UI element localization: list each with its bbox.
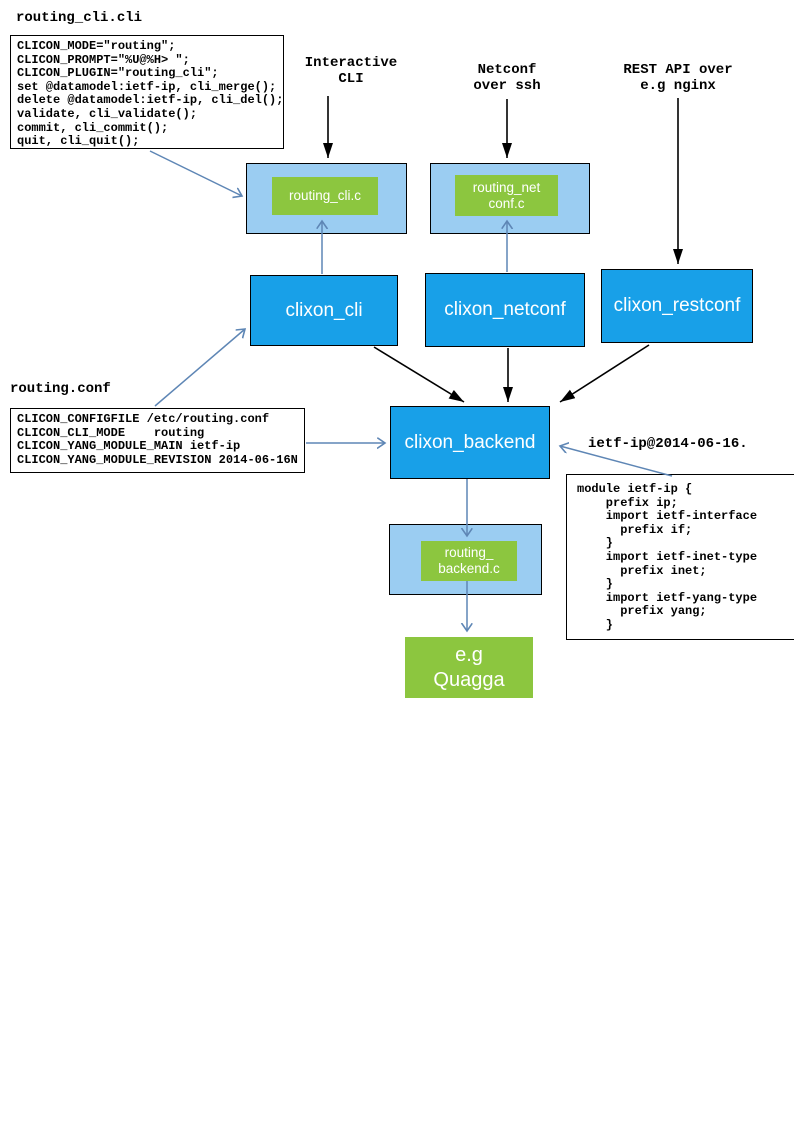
- text-line: module ietf-ip {: [577, 482, 693, 496]
- arrow-conf-to-cli: [154, 329, 245, 407]
- arrow-clifile-to-plugin: [149, 150, 242, 196]
- text-line: commit, cli_commit();: [17, 120, 169, 135]
- node-clixon-netconf: clixon_netconf: [425, 273, 585, 347]
- text-line: }: [577, 577, 614, 592]
- text-line: routing_: [444, 545, 494, 560]
- text-line: import ietf-interface: [577, 509, 758, 524]
- routing-cli-plugin-box: routing_cli.c: [272, 177, 378, 215]
- text-line: CLI: [338, 71, 364, 87]
- text-line: REST API over: [623, 62, 733, 78]
- text-line: prefix ip;: [577, 495, 678, 510]
- text-line: }: [577, 536, 614, 551]
- text-line: routing_net: [472, 179, 541, 195]
- routing-cli-code-box: CLICON_MODE="routing";CLICON_PROMPT="%U@…: [10, 35, 284, 149]
- text-line: routing_cli.c: [288, 188, 362, 203]
- text-line: conf.c: [488, 195, 525, 211]
- node-clixon-cli: clixon_cli: [250, 275, 398, 346]
- text-line: CLICON_YANG_MODULE_MAIN ietf-ip: [17, 439, 241, 454]
- text-line: CLICON_PLUGIN="routing_cli";: [17, 66, 219, 81]
- text-line: prefix yang;: [577, 604, 707, 619]
- arrow-cli-to-backend: [373, 346, 465, 403]
- text-line: Netconf: [477, 62, 537, 78]
- arrow-restconf-to-backend: [559, 344, 650, 403]
- text-line: CLICON_MODE="routing";: [17, 39, 176, 53]
- text-line: prefix inet;: [577, 563, 707, 578]
- text-line: Quagga: [433, 668, 505, 691]
- text-line: quit, cli_quit();: [17, 134, 140, 149]
- text-line: e.g nginx: [640, 78, 716, 94]
- yang-module-code-box: module ietf-ip { prefix ip; import ietf-…: [566, 474, 794, 640]
- routing-backend-plugin-box: routing_backend.c: [421, 541, 517, 581]
- text-line: e.g: [455, 643, 483, 666]
- text-line: CLICON_YANG_MODULE_REVISION 2014-06-16N: [17, 452, 298, 467]
- node-clixon-restconf: clixon_restconf: [601, 269, 753, 343]
- routing-cli-file-title: routing_cli.cli: [16, 10, 143, 26]
- text-line: validate, cli_validate();: [17, 106, 198, 121]
- text-line: delete @datamodel:ietf-ip, cli_del();: [17, 93, 284, 108]
- text-line: }: [577, 617, 614, 632]
- node-clixon-backend: clixon_backend: [390, 406, 550, 479]
- routing-conf-file-title: routing.conf: [10, 381, 111, 397]
- text-line: over ssh: [473, 78, 541, 94]
- text-line: backend.c: [438, 561, 500, 576]
- yang-file-title: ietf-ip@2014-06-16.: [588, 436, 748, 452]
- text-line: import ietf-inet-type: [577, 549, 758, 564]
- text-line: set @datamodel:ietf-ip, cli_merge();: [17, 79, 277, 94]
- text-line: CLICON_CLI_MODE routing: [17, 425, 205, 440]
- text-line: Interactive: [304, 55, 398, 71]
- text-line: CLICON_CONFIGFILE /etc/routing.conf: [17, 412, 270, 426]
- text-line: import ietf-yang-type: [577, 590, 758, 605]
- text-line: prefix if;: [577, 522, 693, 537]
- text-line: CLICON_PROMPT="%U@%H> ";: [17, 52, 190, 67]
